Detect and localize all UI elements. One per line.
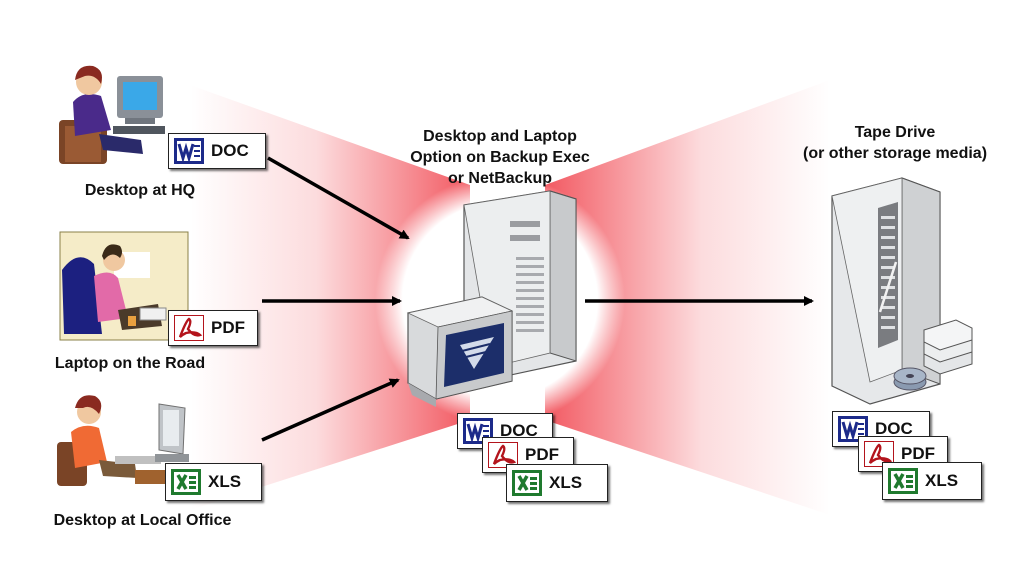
word-doc-icon [463, 418, 493, 444]
server-label-line: Option on Backup Exec [410, 149, 590, 166]
backup-server-illustration [406, 190, 577, 407]
file-label: PDF [211, 318, 245, 337]
file-label: PDF [901, 444, 935, 463]
file-card-pdf: PDF [168, 310, 258, 346]
storage-label-line: (or other storage media) [802, 145, 988, 162]
source-label-road: Laptop on the Road [54, 355, 206, 372]
file-label: DOC [875, 419, 913, 438]
office-user-illustration [57, 395, 195, 486]
acrobat-pdf-icon [174, 315, 204, 341]
excel-xls-icon [888, 468, 918, 494]
file-label: XLS [549, 473, 583, 492]
arrow-hq-to-server [267, 156, 410, 240]
word-doc-icon [174, 138, 204, 164]
file-label: XLS [925, 471, 959, 490]
file-card-doc: DOC [168, 133, 266, 169]
file-label: PDF [525, 445, 559, 464]
laptop-user-illustration [59, 231, 189, 341]
file-label: XLS [208, 472, 242, 491]
excel-xls-icon [171, 469, 201, 495]
arrow-local-to-server [261, 378, 400, 442]
server-label: Desktop and Laptop Option on Backup Exec… [380, 126, 620, 189]
tape-drive-illustration [831, 177, 973, 405]
file-label: DOC [211, 141, 249, 160]
file-card-xls: XLS [882, 462, 982, 500]
file-card-xls: XLS [506, 464, 608, 502]
excel-xls-icon [512, 470, 542, 496]
file-card-xls: XLS [165, 463, 262, 501]
server-label-line: or NetBackup [447, 170, 553, 187]
storage-label: Tape Drive (or other storage media) [785, 122, 1005, 164]
server-label-line: Desktop and Laptop [423, 128, 577, 145]
acrobat-pdf-icon [488, 442, 518, 468]
word-doc-icon [838, 416, 868, 442]
file-label: DOC [500, 421, 538, 440]
desktop-user-illustration [59, 65, 165, 164]
source-label-local: Desktop at Local Office [53, 512, 232, 529]
source-label-hq: Desktop at HQ [84, 182, 196, 199]
storage-label-line: Tape Drive [854, 124, 936, 141]
